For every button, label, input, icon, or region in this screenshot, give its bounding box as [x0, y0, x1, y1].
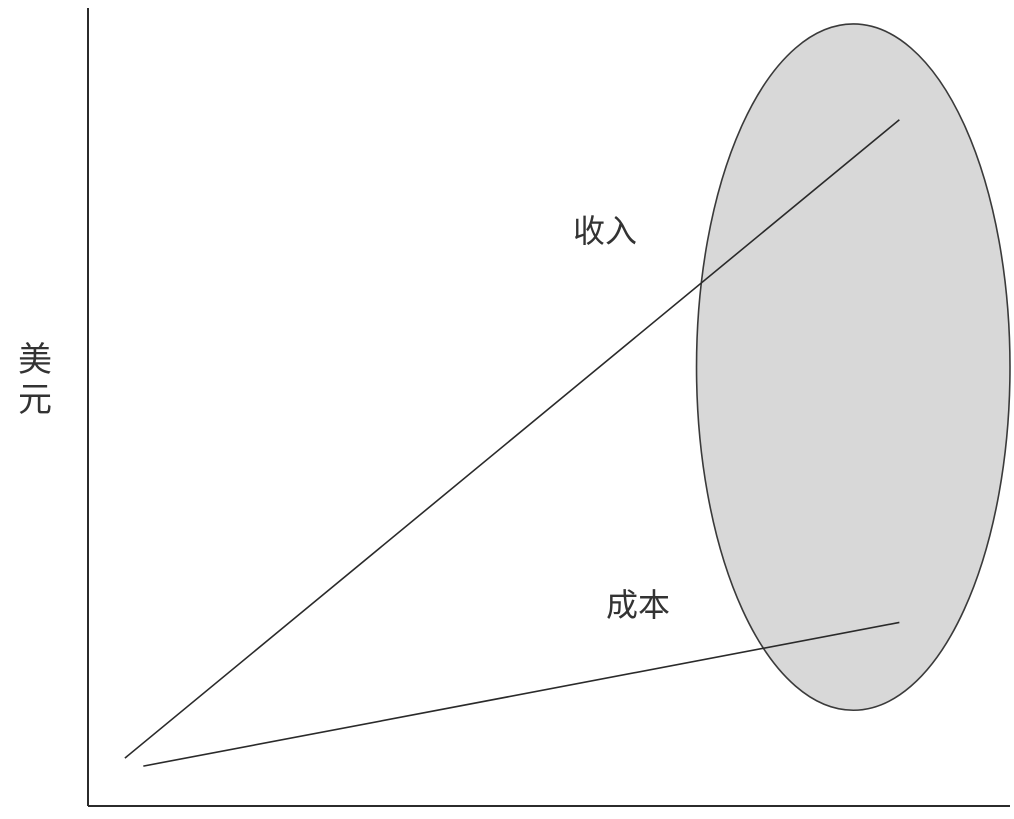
cost-line	[143, 621, 900, 767]
y-axis-label-char-1: 美	[18, 340, 52, 380]
text-layer: 美 元 收入 成本	[18, 212, 670, 624]
series-layer	[124, 119, 900, 767]
series-label-cost: 成本	[606, 586, 670, 624]
highlight-ellipse	[695, 23, 1011, 712]
axes-layer	[87, 8, 1010, 807]
y-axis-label-char-2: 元	[18, 380, 52, 420]
series-label-revenue: 收入	[573, 212, 637, 250]
revenue-line	[124, 119, 900, 759]
ellipse-layer	[695, 23, 1011, 712]
